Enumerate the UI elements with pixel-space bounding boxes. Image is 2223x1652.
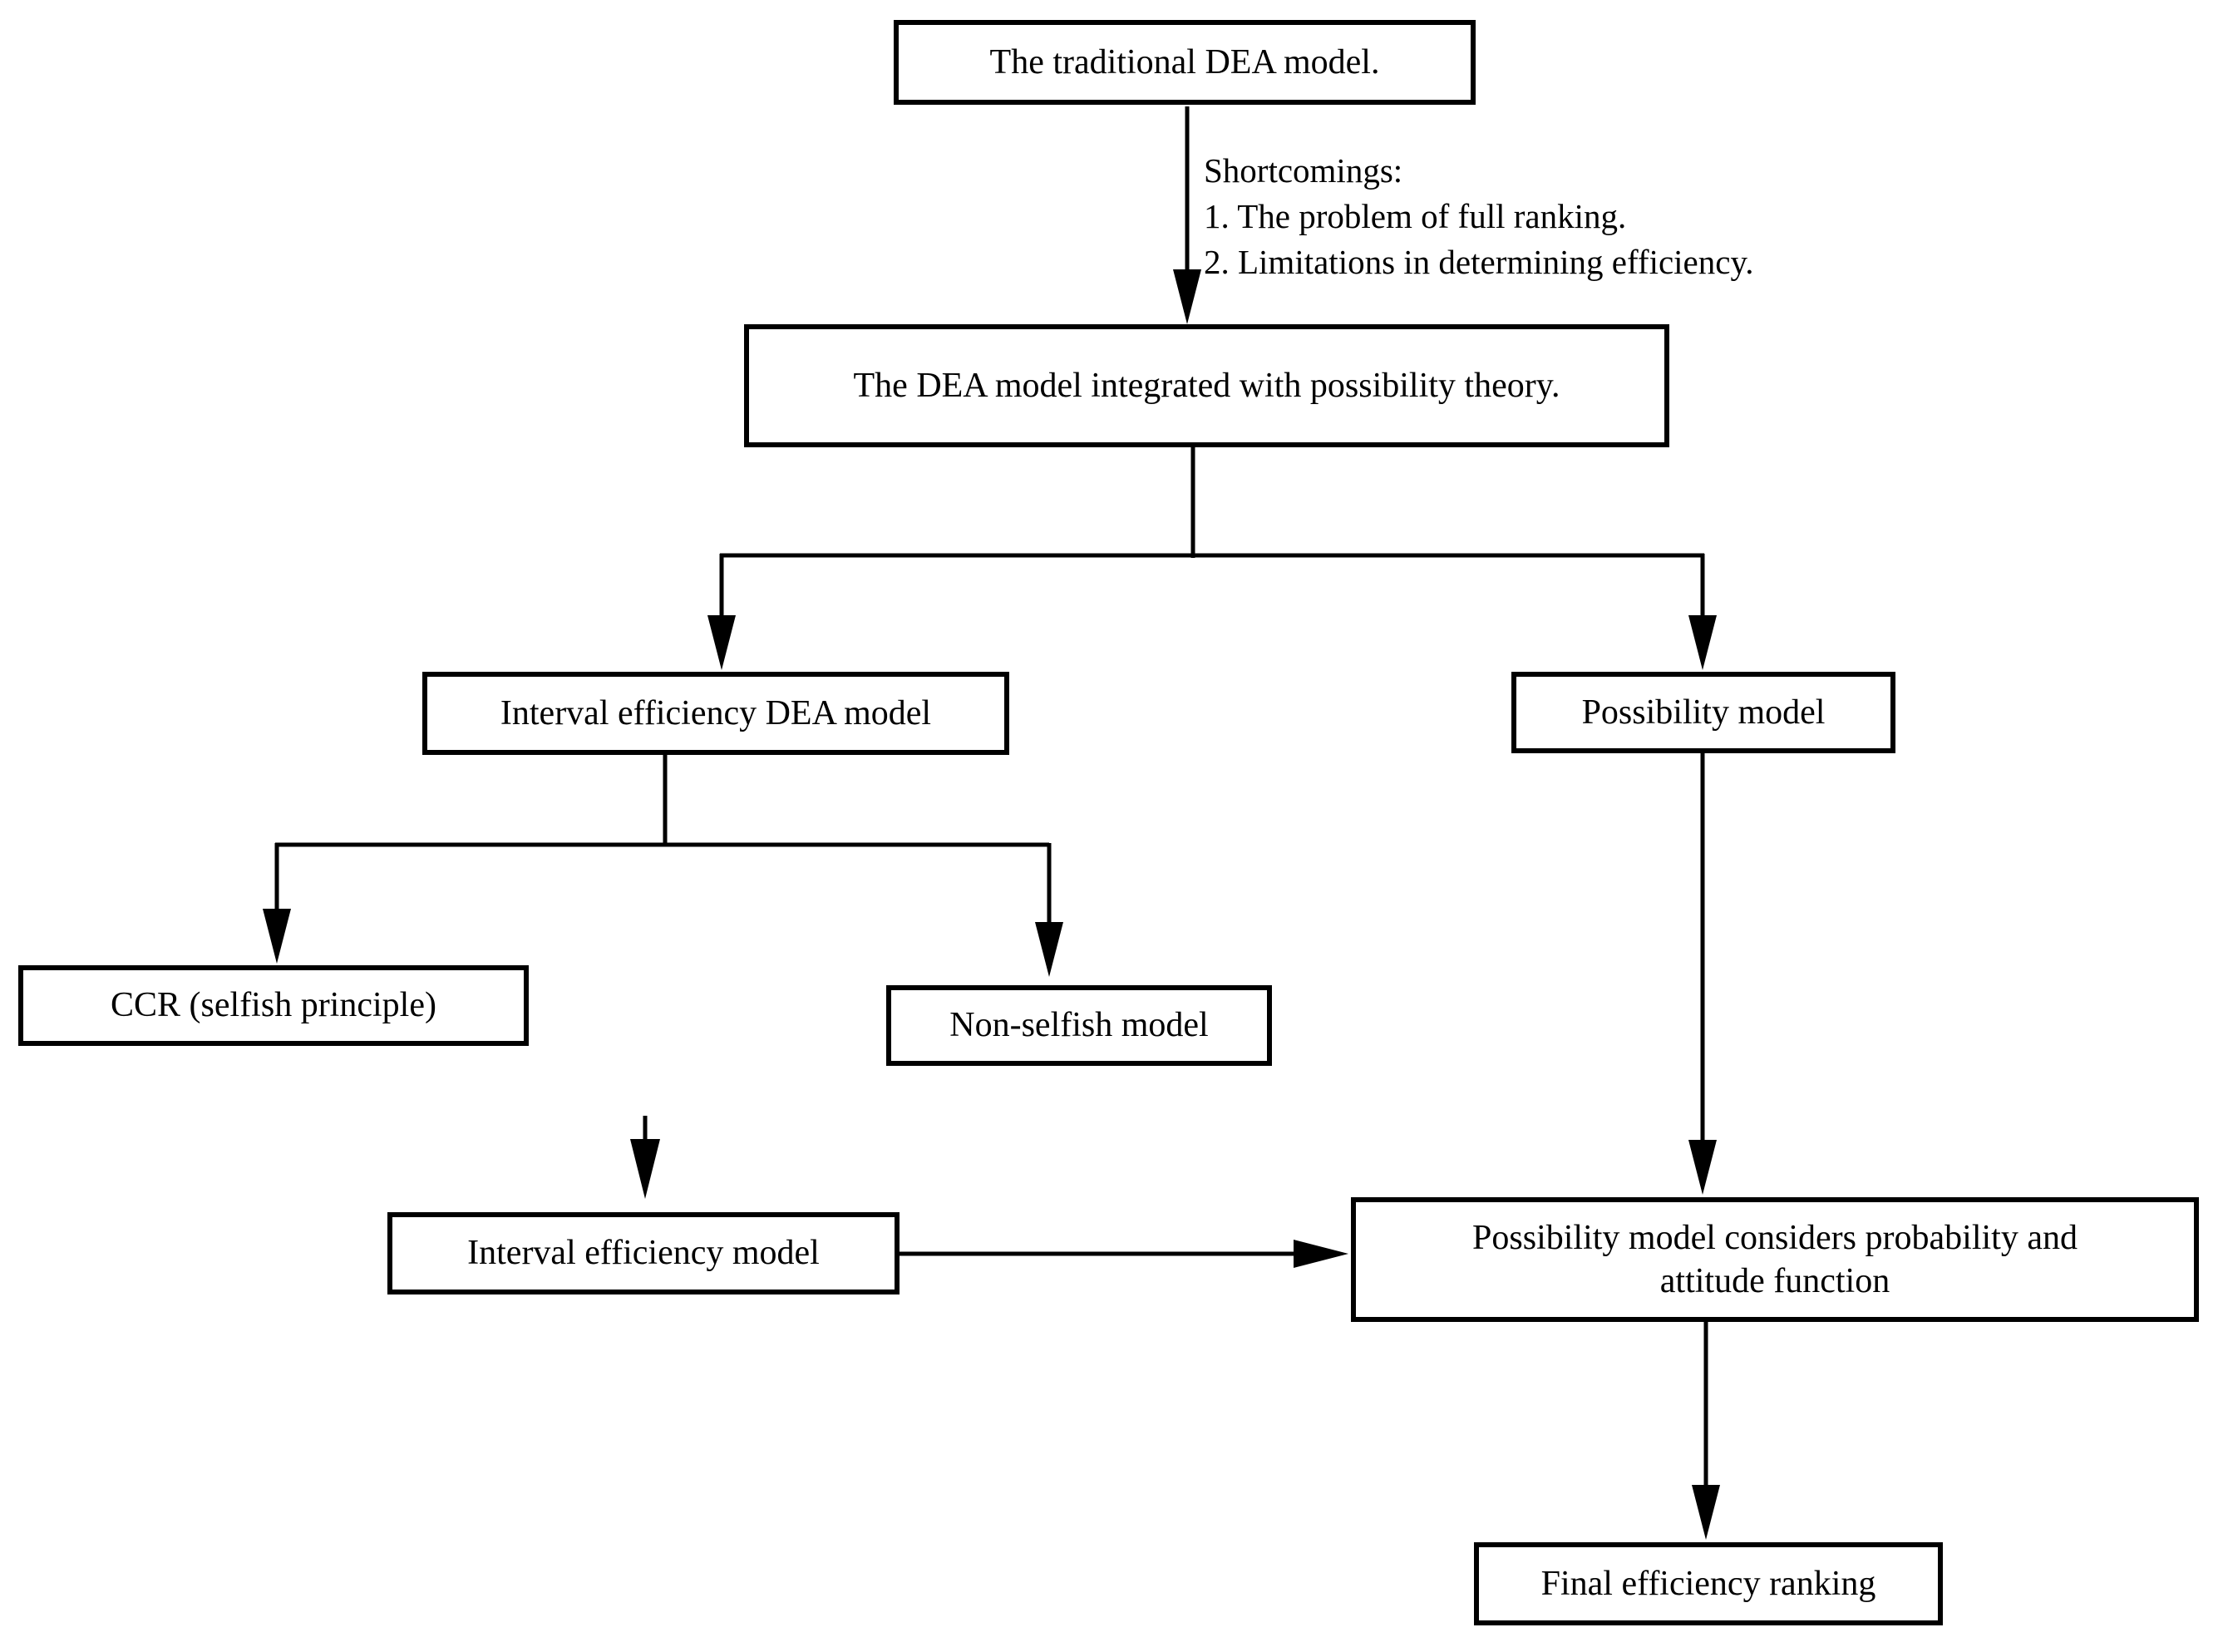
node-non-selfish-model: Non-selfish model	[886, 985, 1272, 1066]
node-possibility-attitude-function-line2: attitude function	[1659, 1262, 1890, 1300]
arrow-possibility-to-attitude-head	[1688, 1140, 1717, 1195]
node-interval-efficiency-model: Interval efficiency model	[387, 1212, 900, 1294]
node-traditional-dea-model: The traditional DEA model.	[894, 20, 1476, 105]
arrow-to-interval-efficiency-head	[630, 1139, 660, 1199]
node-interval-efficiency-dea-model-label: Interval efficiency DEA model	[500, 693, 932, 732]
arrow-split-to-ccr-head	[263, 909, 291, 964]
node-traditional-dea-model-label: The traditional DEA model.	[989, 42, 1380, 81]
node-dea-possibility-theory-label: The DEA model integrated with possibilit…	[853, 366, 1560, 405]
node-ccr-selfish-principle: CCR (selfish principle)	[18, 965, 529, 1046]
shortcomings-annotation: Shortcomings: 1. The problem of full ran…	[1204, 148, 2035, 285]
arrow-split-to-non-selfish-head	[1035, 922, 1063, 977]
arrow-interval-to-attitude-head	[1294, 1240, 1348, 1268]
node-possibility-attitude-function-line1: Possibility model considers probability …	[1472, 1218, 2078, 1257]
node-possibility-attitude-function: Possibility model considers probability …	[1351, 1197, 2199, 1322]
node-final-efficiency-ranking-label: Final efficiency ranking	[1540, 1564, 1876, 1603]
node-possibility-model: Possibility model	[1511, 672, 1895, 753]
arrow-traditional-to-integrated-head	[1173, 269, 1201, 324]
node-interval-efficiency-model-label: Interval efficiency model	[467, 1234, 820, 1273]
node-ccr-selfish-principle-label: CCR (selfish principle)	[111, 986, 436, 1025]
arrow-attitude-to-final-head	[1692, 1485, 1720, 1540]
node-dea-possibility-theory: The DEA model integrated with possibilit…	[744, 324, 1669, 447]
shortcomings-title: Shortcomings:	[1204, 151, 1403, 190]
node-possibility-attitude-function-label: Possibility model considers probability …	[1472, 1216, 2078, 1304]
shortcomings-item-2: 2. Limitations in determining efficiency…	[1204, 243, 1754, 281]
arrow-split-to-interval-dea-head	[707, 615, 736, 670]
arrow-split-to-possibility-head	[1688, 615, 1717, 670]
node-non-selfish-model-label: Non-selfish model	[949, 1006, 1209, 1045]
shortcomings-item-1: 1. The problem of full ranking.	[1204, 197, 1627, 235]
node-possibility-model-label: Possibility model	[1581, 693, 1826, 732]
node-final-efficiency-ranking: Final efficiency ranking	[1474, 1542, 1943, 1625]
node-interval-efficiency-dea-model: Interval efficiency DEA model	[422, 672, 1009, 755]
